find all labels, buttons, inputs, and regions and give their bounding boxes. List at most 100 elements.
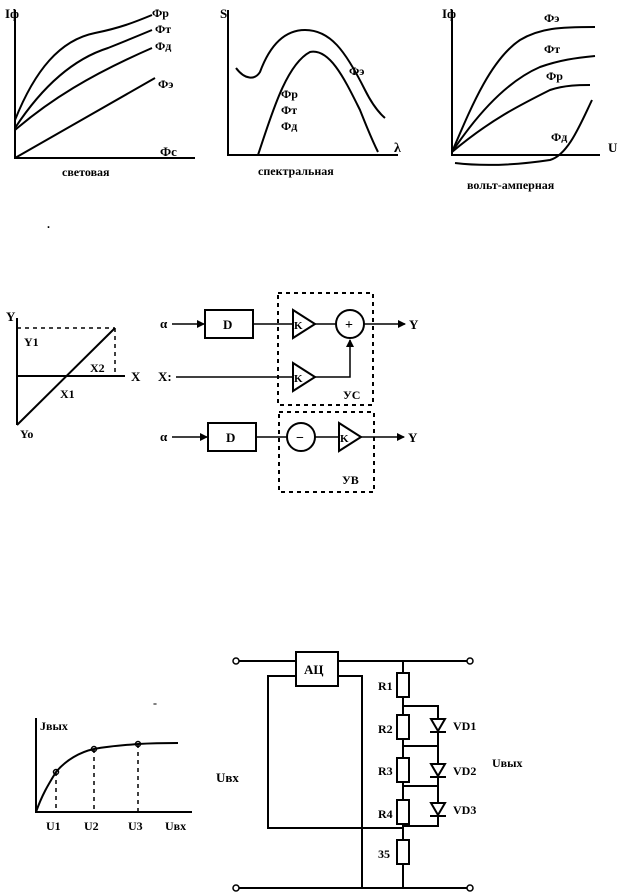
adder-block-diagram: α D K + Y X: K УС — [158, 292, 419, 406]
sub-output-label: Y — [408, 430, 418, 445]
va-label-fr: Фр — [546, 69, 563, 83]
sub-diff-symbol: − — [296, 431, 304, 446]
output-voltage-label: Uвых — [492, 756, 523, 770]
sub-group-label: УВ — [342, 473, 359, 487]
spectral-y-axis-label: S — [220, 6, 227, 21]
light-curve-fd — [14, 47, 153, 131]
linear-x1-label: X1 — [60, 387, 75, 401]
adder-sum-symbol: + — [345, 318, 353, 333]
transfer-y-label: Jвых — [40, 719, 68, 733]
va-caption: вольт-амперная — [467, 178, 555, 192]
spectral-label-fd: Фд — [281, 119, 297, 133]
diode-vd2-label: VD2 — [453, 764, 476, 778]
light-curve-ft — [14, 29, 153, 129]
terminal-bottom-right — [466, 884, 474, 892]
va-curve-fd — [454, 99, 593, 166]
terminal-top-left — [232, 657, 240, 665]
adder-input-x: X: — [158, 369, 172, 384]
resistor-r4-label: R4 — [378, 807, 393, 821]
spectral-x-axis-label: λ — [394, 141, 401, 156]
va-curve-ft — [451, 55, 596, 153]
linear-line — [16, 327, 116, 426]
va-label-fe: Фэ — [544, 11, 560, 25]
va-label-fd: Фд — [551, 130, 567, 144]
resistor-r2 — [396, 714, 410, 740]
va-y-axis-label: Iф — [442, 6, 456, 21]
stray-dot: . — [47, 217, 50, 231]
resistor-r5 — [396, 839, 410, 865]
transfer-tick-u2: U2 — [84, 819, 99, 833]
light-x-axis-label: Фс — [160, 144, 177, 159]
sub-sensor-label: D — [226, 430, 235, 445]
adder-output-label: Y — [409, 317, 419, 332]
spectral-label-ft: Фт — [281, 103, 297, 117]
adder-feedback-wire — [315, 339, 354, 378]
sub-group-box — [278, 411, 375, 493]
light-curve-fe — [14, 77, 156, 159]
resistor-r4 — [396, 799, 410, 825]
va-label-ft: Фт — [544, 42, 560, 56]
light-curve-label-fe: Фэ — [158, 77, 174, 91]
light-characteristic-chart: Iф Фс Фр Фт Фд Фэ световая — [5, 6, 195, 179]
adder-group-label: УС — [343, 388, 360, 402]
va-x-axis-label: U — [608, 140, 618, 155]
resistor-r1-label: R1 — [378, 679, 393, 693]
diode-vd3-symbol — [429, 802, 447, 817]
diode-vd1-label: VD1 — [453, 719, 476, 733]
adder-amp-bottom — [292, 361, 317, 393]
adder-amp-bottom-label: K — [294, 373, 303, 385]
converter-block — [295, 651, 339, 687]
linear-y-label: Y — [6, 309, 16, 324]
light-y-axis-label: Iф — [5, 6, 19, 21]
transfer-curve — [35, 742, 179, 813]
diode-vd3 — [429, 802, 447, 817]
linear-y0-label: Yo — [20, 427, 33, 441]
transfer-chart: Jвых Uвх U1 U2 U3 - — [35, 696, 192, 833]
resistor-r3-label: R3 — [378, 764, 393, 778]
spectral-label-fe: Фэ — [349, 64, 365, 78]
light-caption: световая — [62, 165, 110, 179]
subtractor-block-diagram: α D − K Y УВ — [160, 411, 418, 493]
transfer-x-label: Uвх — [165, 819, 186, 833]
converter-right-wire — [338, 675, 363, 888]
va-axes — [451, 10, 600, 156]
diode-vd1-symbol — [429, 718, 447, 733]
light-curve-fr — [14, 14, 153, 121]
diode-vd2 — [429, 763, 447, 778]
sub-amp-label: K — [340, 433, 349, 445]
diode-vd2-symbol — [429, 763, 447, 778]
resistor-r1 — [396, 672, 410, 698]
adder-amp-top — [292, 308, 317, 340]
spectral-label-fr: Фр — [281, 87, 298, 101]
diode-vd3-label: VD3 — [453, 803, 476, 817]
converter-left-wire — [267, 675, 403, 829]
volt-ampere-characteristic-chart: Iф U Фэ Фт Фр Фд вольт-амперная — [442, 6, 618, 192]
terminal-bottom-left — [232, 884, 240, 892]
linear-y1-label: Y1 — [24, 335, 39, 349]
linear-x-label: X — [131, 369, 141, 384]
adder-amp-top-label: K — [294, 320, 303, 332]
terminal-top-right — [466, 657, 474, 665]
spectral-characteristic-chart: S λ Фэ Фр Фт Фд спектральная — [220, 6, 401, 178]
va-curve-fr — [451, 84, 591, 153]
converter-label: АЦ — [304, 662, 324, 677]
transfer-tick-u3: U3 — [128, 819, 143, 833]
adder-sensor-label: D — [223, 317, 232, 332]
adder-input-alpha: α — [160, 316, 168, 331]
light-curve-label-fr: Фр — [152, 6, 169, 20]
sub-amp — [338, 421, 363, 453]
resistor-r2-label: R2 — [378, 722, 393, 736]
spectral-curve-fe — [235, 28, 386, 119]
input-voltage-label: Uвх — [216, 770, 239, 785]
sub-input-alpha: α — [160, 429, 168, 444]
circuit-diagram: АЦ Uвх R1 R2 R3 R4 35 VD1 VD2 — [216, 651, 523, 892]
va-curve-fe — [451, 26, 596, 153]
light-curve-label-fd: Фд — [155, 39, 171, 53]
linear-chart: Y X Y1 Yo X1 X2 — [6, 309, 141, 441]
transfer-dot: - — [153, 696, 157, 710]
diode-vd1 — [429, 718, 447, 733]
spectral-axes — [227, 10, 398, 156]
spectral-curve-group — [257, 50, 379, 156]
transfer-tick-u1: U1 — [46, 819, 61, 833]
